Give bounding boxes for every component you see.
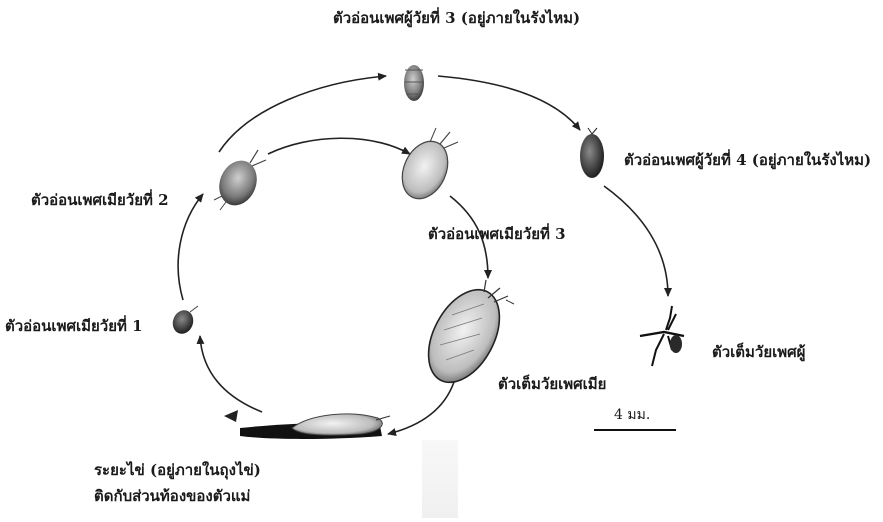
label-female-nymph-1: ตัวอ่อนเพศเมียวัยที่ 1 [5, 314, 143, 338]
label-adult-male: ตัวเต็มวัยเพศผู้ [712, 340, 805, 364]
arrow-eggs-to-nymph1 [200, 336, 262, 412]
arrow-adult-female-to-eggs [388, 382, 454, 434]
arrow-nymph2-to-male3 [219, 76, 386, 152]
egg-sac-with-mother-image [224, 410, 390, 439]
arrow-nymph2-to-nymph3 [268, 138, 410, 154]
arrow-male4-to-adult-male [604, 186, 668, 296]
label-male-nymph-4: ตัวอ่อนเพศผู้วัยที่ 4 (อยู่ภายในรังไหม) [624, 148, 871, 172]
male-nymph-4-image [580, 128, 604, 178]
female-nymph-2-image [213, 150, 266, 211]
arrow-male3-to-male4 [438, 76, 580, 130]
label-female-nymph-2: ตัวอ่อนเพศเมียวัยที่ 2 [31, 188, 169, 212]
label-scale-bar: 4 มม. [614, 404, 650, 426]
arrow-nymph1-to-nymph2 [178, 194, 203, 300]
male-nymph-3-image [404, 65, 424, 101]
label-adult-female: ตัวเต็มวัยเพศเมีย [498, 372, 606, 396]
label-egg-stage-line1: ระยะไข่ (อยู่ภายในถุงไข่) [94, 458, 261, 482]
female-nymph-3-image [394, 128, 458, 206]
female-nymph-1-image [169, 306, 198, 337]
label-egg-stage-line2: ติดกับส่วนท้องของตัวแม่ [94, 484, 250, 508]
adult-male-image [640, 306, 684, 366]
label-male-nymph-3: ตัวอ่อนเพศผู้วัยที่ 3 (อยู่ภายในรังไหม) [333, 6, 580, 30]
watermark [422, 440, 458, 518]
label-female-nymph-3: ตัวอ่อนเพศเมียวัยที่ 3 [428, 222, 566, 246]
